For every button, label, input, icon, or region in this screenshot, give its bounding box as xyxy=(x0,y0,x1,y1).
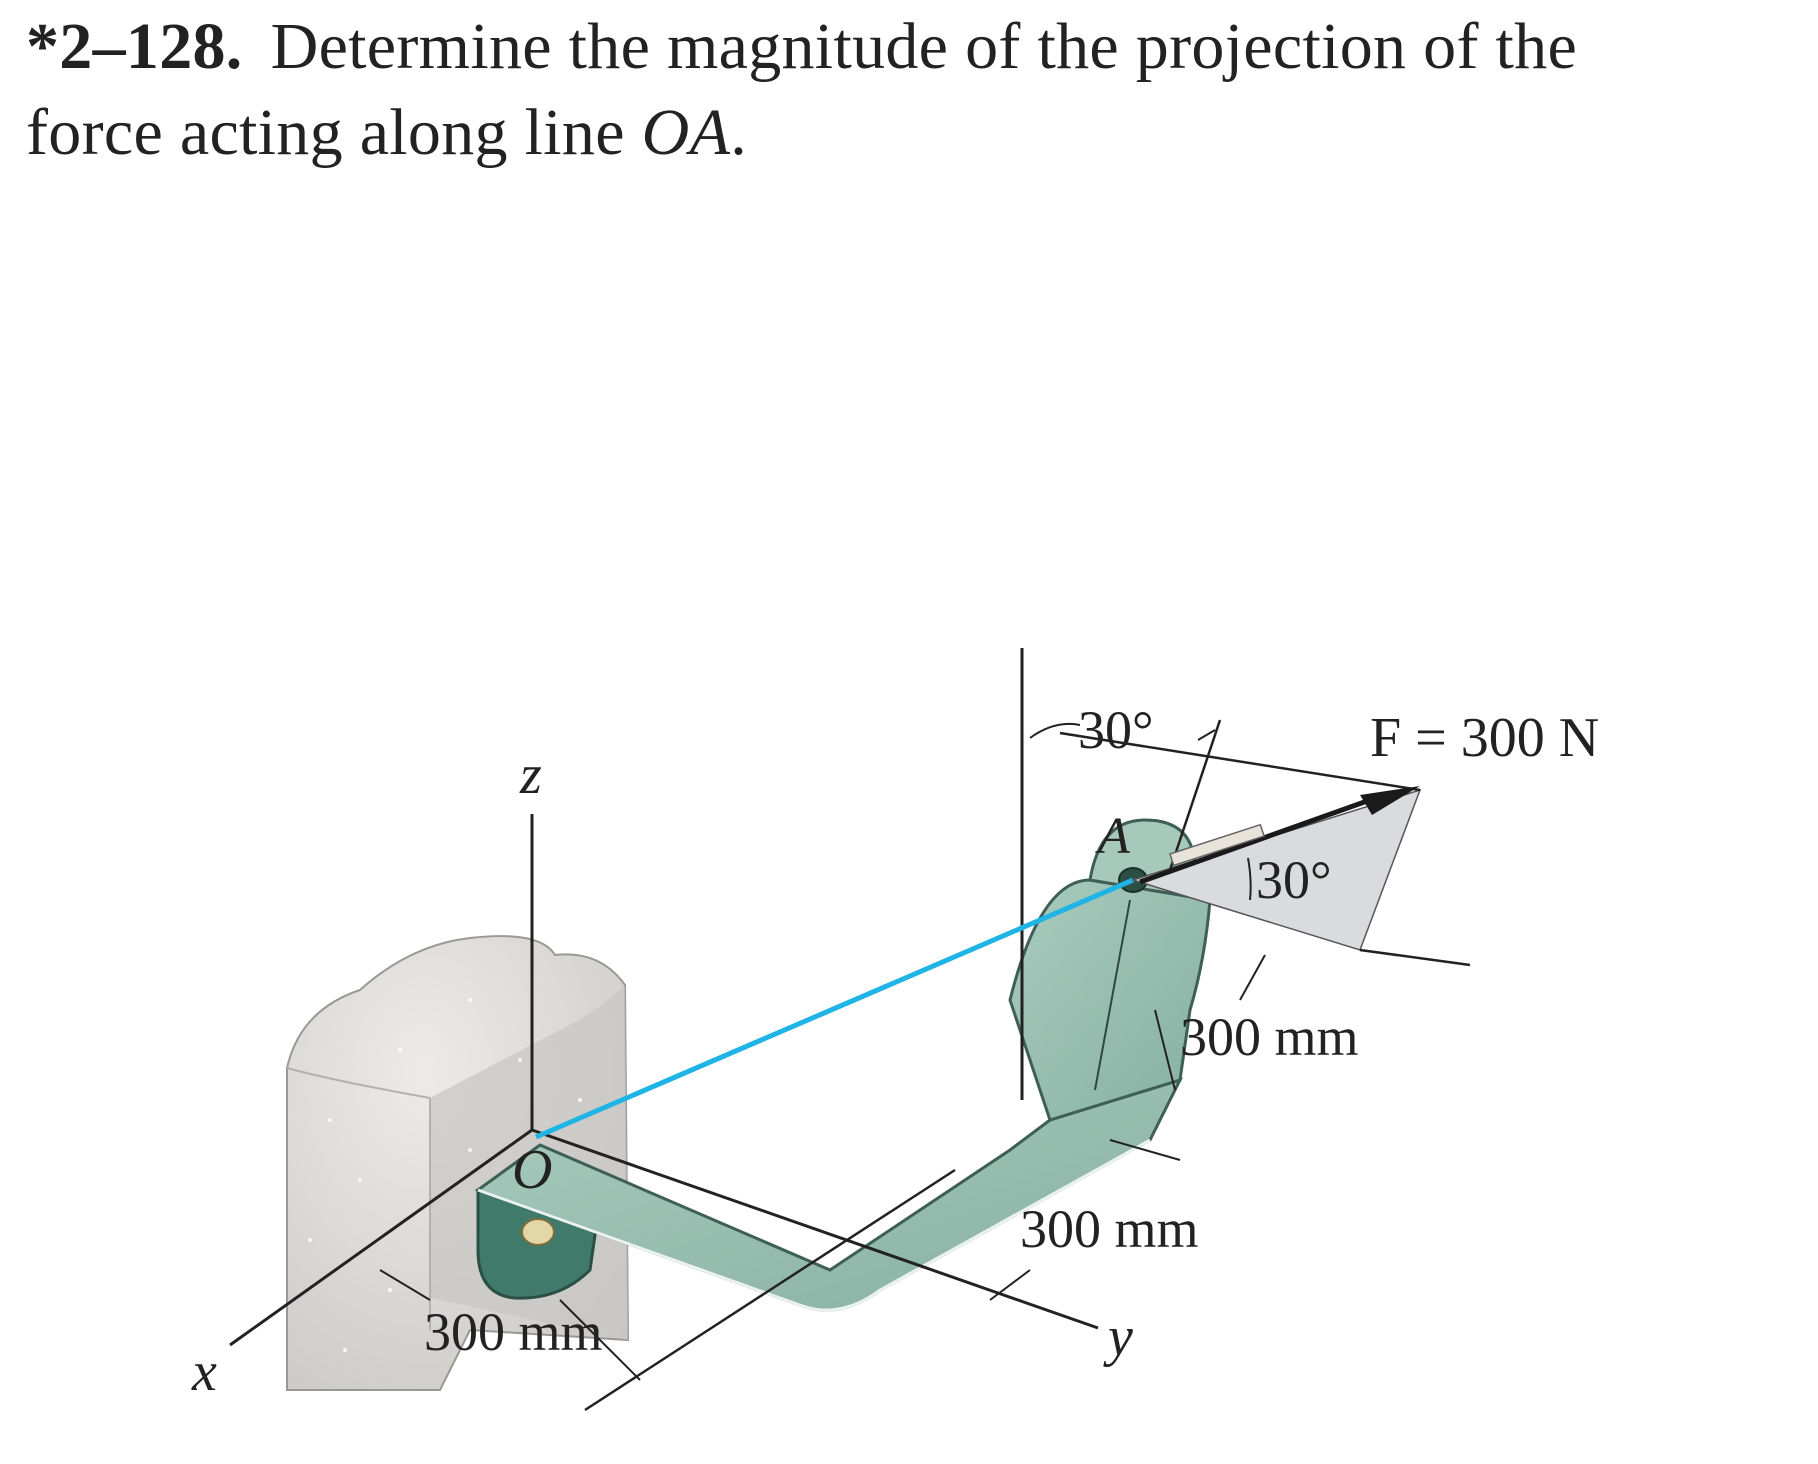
problem-line-2: force acting along line OA. xyxy=(26,90,1806,176)
force-label: F = 300 N xyxy=(1370,707,1599,769)
axis-y-label: y xyxy=(1103,1306,1133,1368)
dimension-lines xyxy=(379,954,1266,1381)
angle-arcs xyxy=(1029,722,1252,901)
problem-number: *2–128. xyxy=(26,10,243,83)
force-vector xyxy=(1139,786,1420,885)
reference-line-x xyxy=(584,1168,956,1412)
coordinate-axes xyxy=(229,648,1099,1347)
problem-period: . xyxy=(730,96,748,169)
dimension-bottom-label: 300 mm xyxy=(424,1302,603,1362)
point-a-label: A xyxy=(1095,808,1130,865)
problem-statement: *2–128. Determine the magnitude of the pr… xyxy=(26,4,1806,176)
dimension-middle-label: 300 mm xyxy=(1020,1199,1199,1259)
line-oa xyxy=(535,877,1134,1140)
axis-x-label: x xyxy=(191,1341,217,1403)
dimension-vertical-label: 300 mm xyxy=(1180,1007,1359,1067)
point-o-label: O xyxy=(512,1139,552,1201)
force-plane xyxy=(1059,719,1471,967)
axis-z-label: z xyxy=(519,744,542,806)
problem-text-line-2: force acting along line xyxy=(26,96,642,169)
line-oa-variable: OA xyxy=(641,96,731,169)
angle-side-label: 30° xyxy=(1256,850,1332,910)
problem-text-line-1: Determine the magnitude of the projectio… xyxy=(270,10,1578,83)
problem-line-1: *2–128. Determine the magnitude of the pr… xyxy=(26,4,1806,90)
angle-top-label: 30° xyxy=(1078,700,1154,760)
